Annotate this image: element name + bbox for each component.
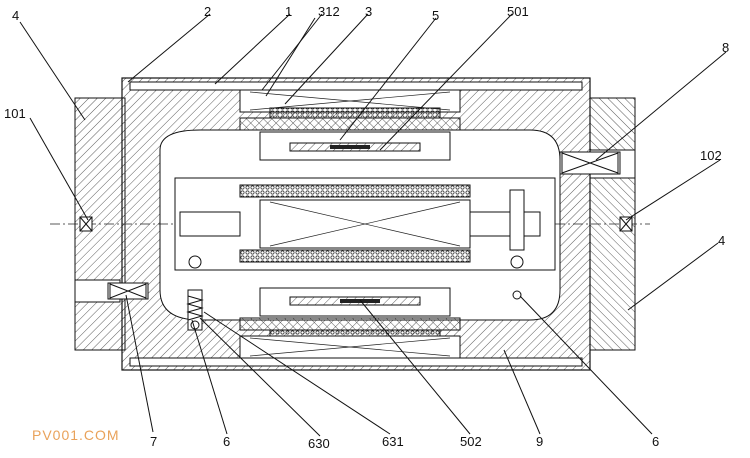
label-1: 1 (285, 4, 292, 19)
label-3: 3 (365, 4, 372, 19)
label-9: 9 (536, 434, 543, 449)
label-101: 101 (4, 106, 26, 121)
label-4-right: 4 (718, 233, 725, 248)
label-4-top: 4 (12, 8, 19, 23)
central-armature (174, 177, 556, 271)
lower-spool (259, 287, 451, 317)
label-5: 5 (432, 8, 439, 23)
label-8: 8 (722, 40, 729, 55)
label-312: 312 (318, 4, 340, 19)
check-valve-7 (107, 282, 149, 300)
reference-labels: 4 2 1 312 3 5 501 8 101 102 4 7 6 630 63… (4, 4, 729, 451)
spring-assembly-left (186, 255, 204, 331)
upper-coil-assembly (239, 89, 461, 131)
label-502: 502 (460, 434, 482, 449)
upper-spool (259, 131, 451, 161)
label-7: 7 (150, 434, 157, 449)
watermark-text: PV001.COM (32, 427, 120, 443)
port-valve-102 (555, 216, 650, 232)
label-501: 501 (507, 4, 529, 19)
label-6-left: 6 (223, 434, 230, 449)
label-631: 631 (382, 434, 404, 449)
label-2: 2 (204, 4, 211, 19)
label-630: 630 (308, 436, 330, 451)
spring-assembly-right (509, 189, 525, 300)
label-6-right: 6 (652, 434, 659, 449)
lower-coil-assembly (239, 317, 461, 359)
leader-lines (19, 13, 727, 437)
check-valve-8 (559, 151, 621, 175)
label-102: 102 (700, 148, 722, 163)
